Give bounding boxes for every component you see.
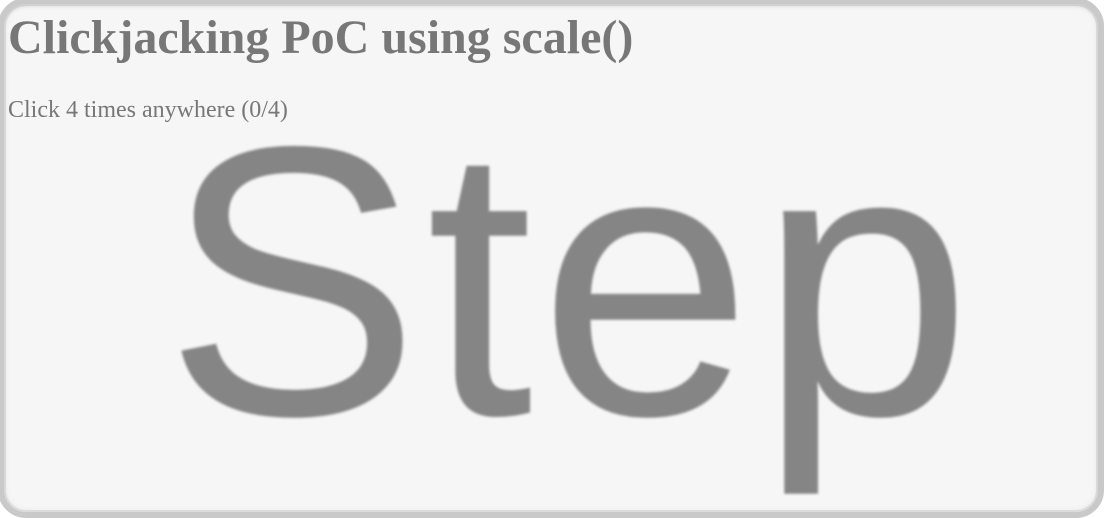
click-counter-instructions: Click 4 times anywhere (0/4) (8, 97, 288, 123)
step-button-label: Step 1 (164, 67, 1104, 496)
page-title: Clickjacking PoC using scale() (8, 11, 634, 64)
